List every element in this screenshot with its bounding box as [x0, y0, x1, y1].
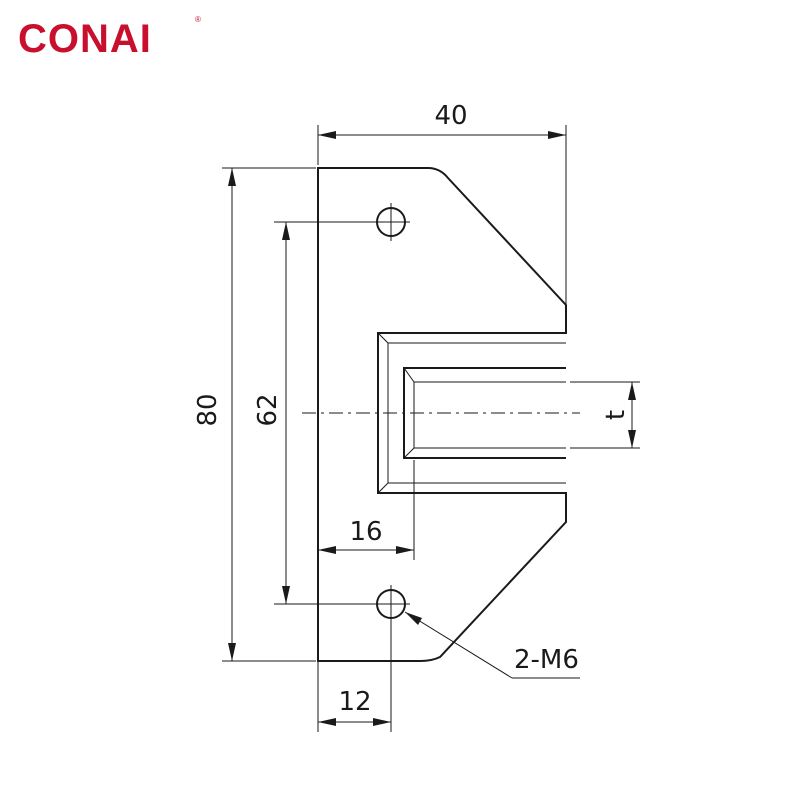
dim-hole-spacing: 62	[253, 221, 372, 605]
brand-name: CONAI	[18, 17, 152, 61]
brand-logo: CONAI ®	[18, 15, 201, 61]
dim-label-hole-spacing: 62	[253, 393, 283, 426]
dim-label-slot-depth: 16	[349, 517, 382, 547]
registered-mark: ®	[195, 15, 201, 24]
dim-slot-depth: 16	[318, 460, 415, 560]
dim-label-hole-offset: 12	[338, 687, 371, 717]
dim-hole-offset: 12	[317, 623, 392, 732]
dim-label-width: 40	[434, 101, 467, 131]
callout-holes: 2-M6	[404, 611, 580, 679]
dim-label-height: 80	[193, 393, 223, 426]
dim-overall-width: 40	[317, 101, 567, 305]
dim-label-slot-width: t	[601, 410, 631, 420]
dim-slot-width: t	[570, 381, 640, 449]
part-outline	[317, 167, 567, 662]
dim-overall-height: 80	[193, 167, 316, 662]
callout-label-holes: 2-M6	[514, 645, 579, 675]
